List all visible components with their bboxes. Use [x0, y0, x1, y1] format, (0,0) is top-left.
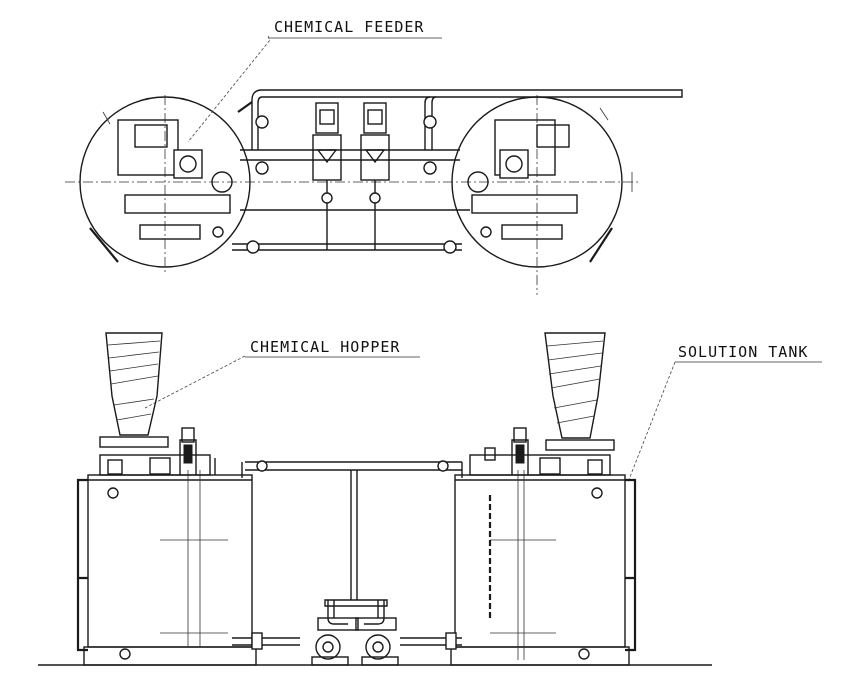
- discharge-elbow-left: [251, 89, 263, 150]
- left-solution-tank: [76, 427, 257, 666]
- left-mixer-plan: [211, 171, 233, 193]
- pump-right-elevation: [355, 600, 399, 666]
- left-feeder-plan: [117, 119, 179, 176]
- right-feeder-motor: [499, 149, 529, 179]
- elevation-view: [38, 332, 712, 666]
- valve-plan-1: [246, 240, 260, 254]
- left-feeder-motor: [173, 149, 203, 179]
- pump-unit-right-plan: [360, 102, 390, 250]
- hopper-leader: [144, 355, 246, 409]
- feeder-leader: [187, 35, 271, 143]
- valve-plan-5: [423, 115, 437, 129]
- chemical-hopper-label: CHEMICAL HOPPER: [250, 338, 401, 356]
- right-solution-tank: [450, 427, 637, 666]
- left-hopper: [99, 332, 169, 448]
- pump-left-elevation: [311, 600, 359, 666]
- solution-tank-label: SOLUTION TANK: [678, 343, 809, 361]
- left-ladder-plan: [89, 227, 119, 263]
- valve-plan-4: [255, 161, 269, 175]
- discharge-pipe: [262, 89, 683, 98]
- tank-leader: [627, 361, 676, 483]
- left-piping-plan: [124, 194, 231, 214]
- right-ladder-plan: [589, 227, 613, 263]
- pump-unit-left-plan: [312, 102, 342, 250]
- right-mixer-plan: [467, 171, 489, 193]
- chemical-feeder-label: CHEMICAL FEEDER: [274, 18, 425, 36]
- valve-plan-2: [443, 240, 457, 254]
- suction-header: [232, 243, 462, 251]
- elevation-piping: [232, 460, 463, 650]
- right-hopper: [544, 332, 615, 451]
- pump-discharge-header: [324, 599, 388, 607]
- right-piping-plan: [471, 194, 578, 214]
- plan-view: [65, 89, 683, 295]
- valve-plan-3: [255, 115, 269, 129]
- discharge-riser-right: [424, 96, 437, 150]
- valve-plan-6: [423, 161, 437, 175]
